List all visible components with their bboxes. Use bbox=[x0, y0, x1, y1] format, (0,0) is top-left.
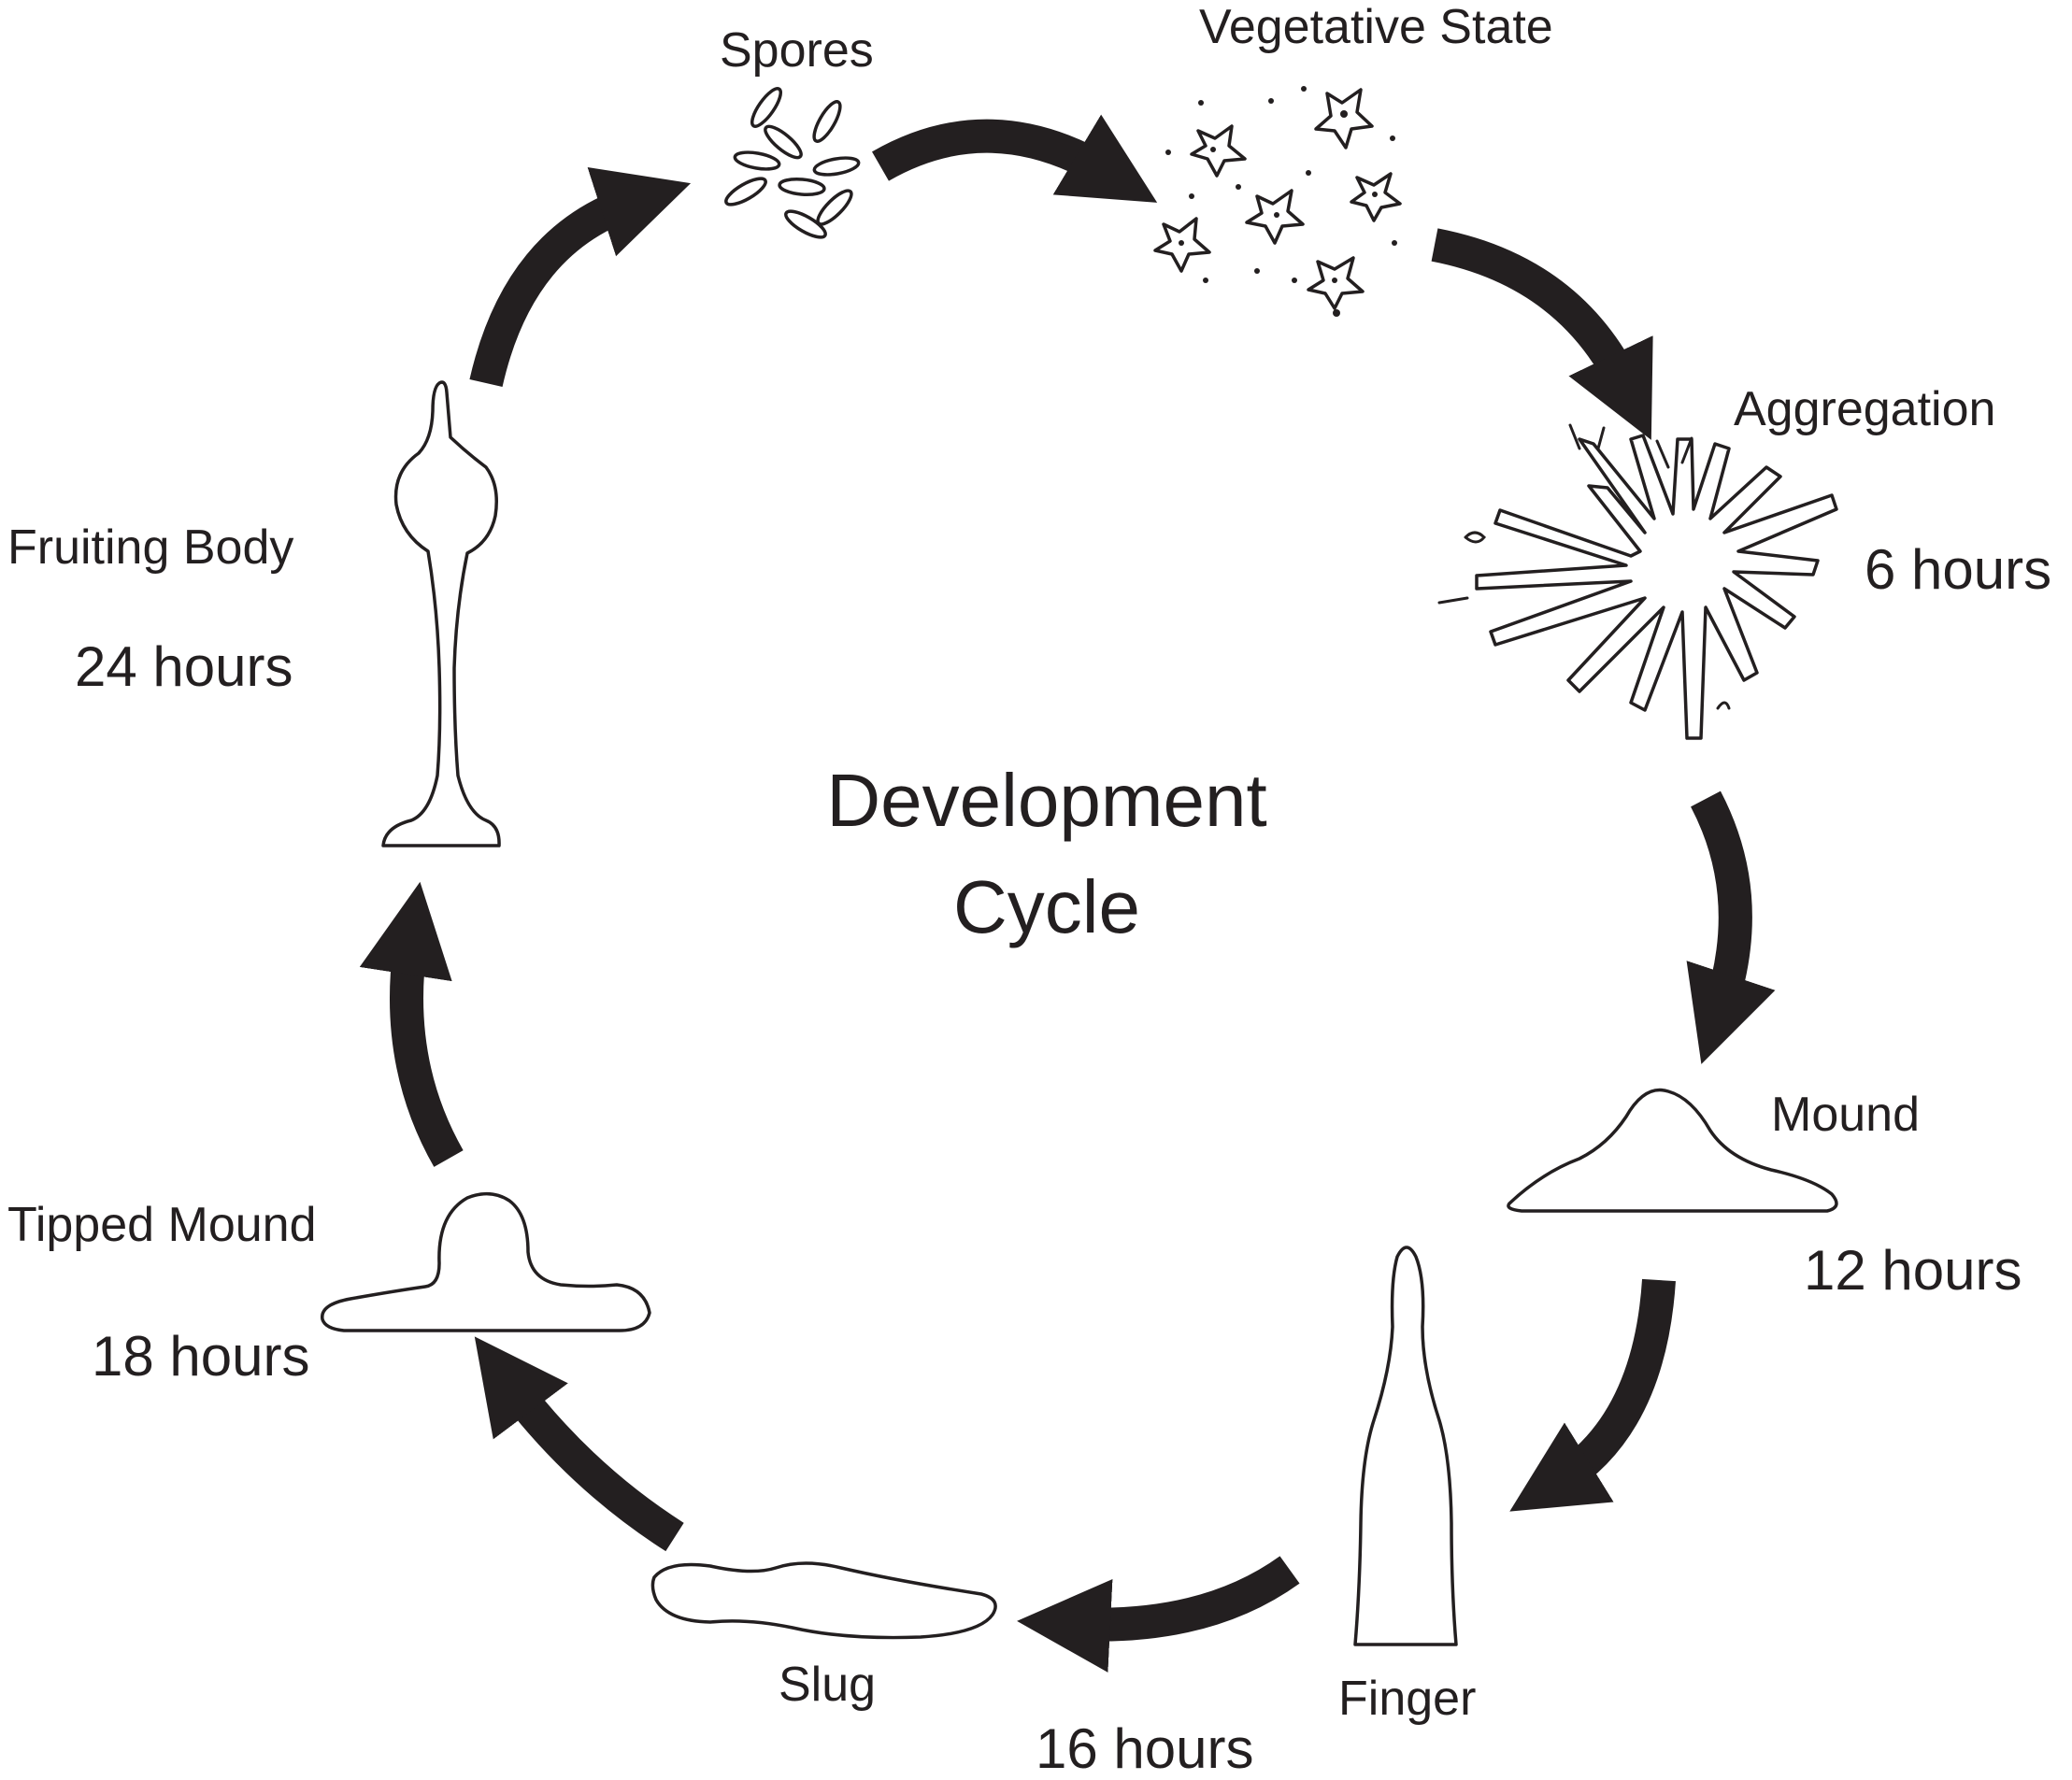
stage-time-slug: 16 hours bbox=[1036, 1717, 1254, 1780]
arrow-mound-to-finger bbox=[1509, 1278, 1676, 1512]
arrow-tipped-mound-to-fruiting-body bbox=[359, 881, 464, 1167]
stage-label-spores: Spores bbox=[720, 23, 874, 78]
spores-illustration bbox=[724, 87, 861, 239]
stage-label-fruiting-body: Fruiting Body bbox=[7, 520, 294, 575]
arrow-aggregation-to-mound bbox=[1686, 790, 1776, 1064]
stage-label-slug: Slug bbox=[779, 1658, 877, 1712]
vegetative-state-illustration bbox=[1153, 86, 1402, 317]
stage-time-aggregation: 6 hours bbox=[1865, 538, 2052, 601]
stage-label-finger: Finger bbox=[1338, 1672, 1477, 1726]
stage-time-mound: 12 hours bbox=[1804, 1239, 2022, 1302]
diagram-title-line2: Cycle bbox=[952, 864, 1141, 948]
diagram-title: Development Cycle bbox=[720, 748, 1374, 960]
mound-illustration bbox=[1507, 1088, 1838, 1213]
tipped-mound-illustration bbox=[321, 1191, 651, 1332]
arrow-fruiting-body-to-spores bbox=[469, 166, 692, 388]
fruiting-body-illustration bbox=[381, 380, 501, 847]
stage-label-vegetative-state: Vegetative State bbox=[1199, 0, 1553, 54]
aggregation-illustration bbox=[1437, 423, 1838, 740]
arrow-spores-to-vegetative bbox=[872, 114, 1158, 203]
arrow-slug-to-tipped-mound bbox=[474, 1336, 684, 1552]
stage-label-tipped-mound: Tipped Mound bbox=[7, 1198, 317, 1252]
slug-illustration bbox=[650, 1561, 997, 1640]
arrow-finger-to-slug bbox=[1017, 1556, 1300, 1673]
stage-time-tipped-mound: 18 hours bbox=[92, 1325, 310, 1388]
stage-label-mound: Mound bbox=[1771, 1088, 1920, 1142]
cycle-arrows bbox=[359, 114, 1776, 1673]
diagram-title-line1: Development bbox=[826, 759, 1267, 842]
finger-illustration bbox=[1353, 1246, 1458, 1646]
arrow-vegetative-to-aggregation bbox=[1431, 228, 1653, 440]
stage-time-fruiting-body: 24 hours bbox=[75, 635, 293, 698]
stage-label-aggregation: Aggregation bbox=[1734, 382, 1996, 436]
